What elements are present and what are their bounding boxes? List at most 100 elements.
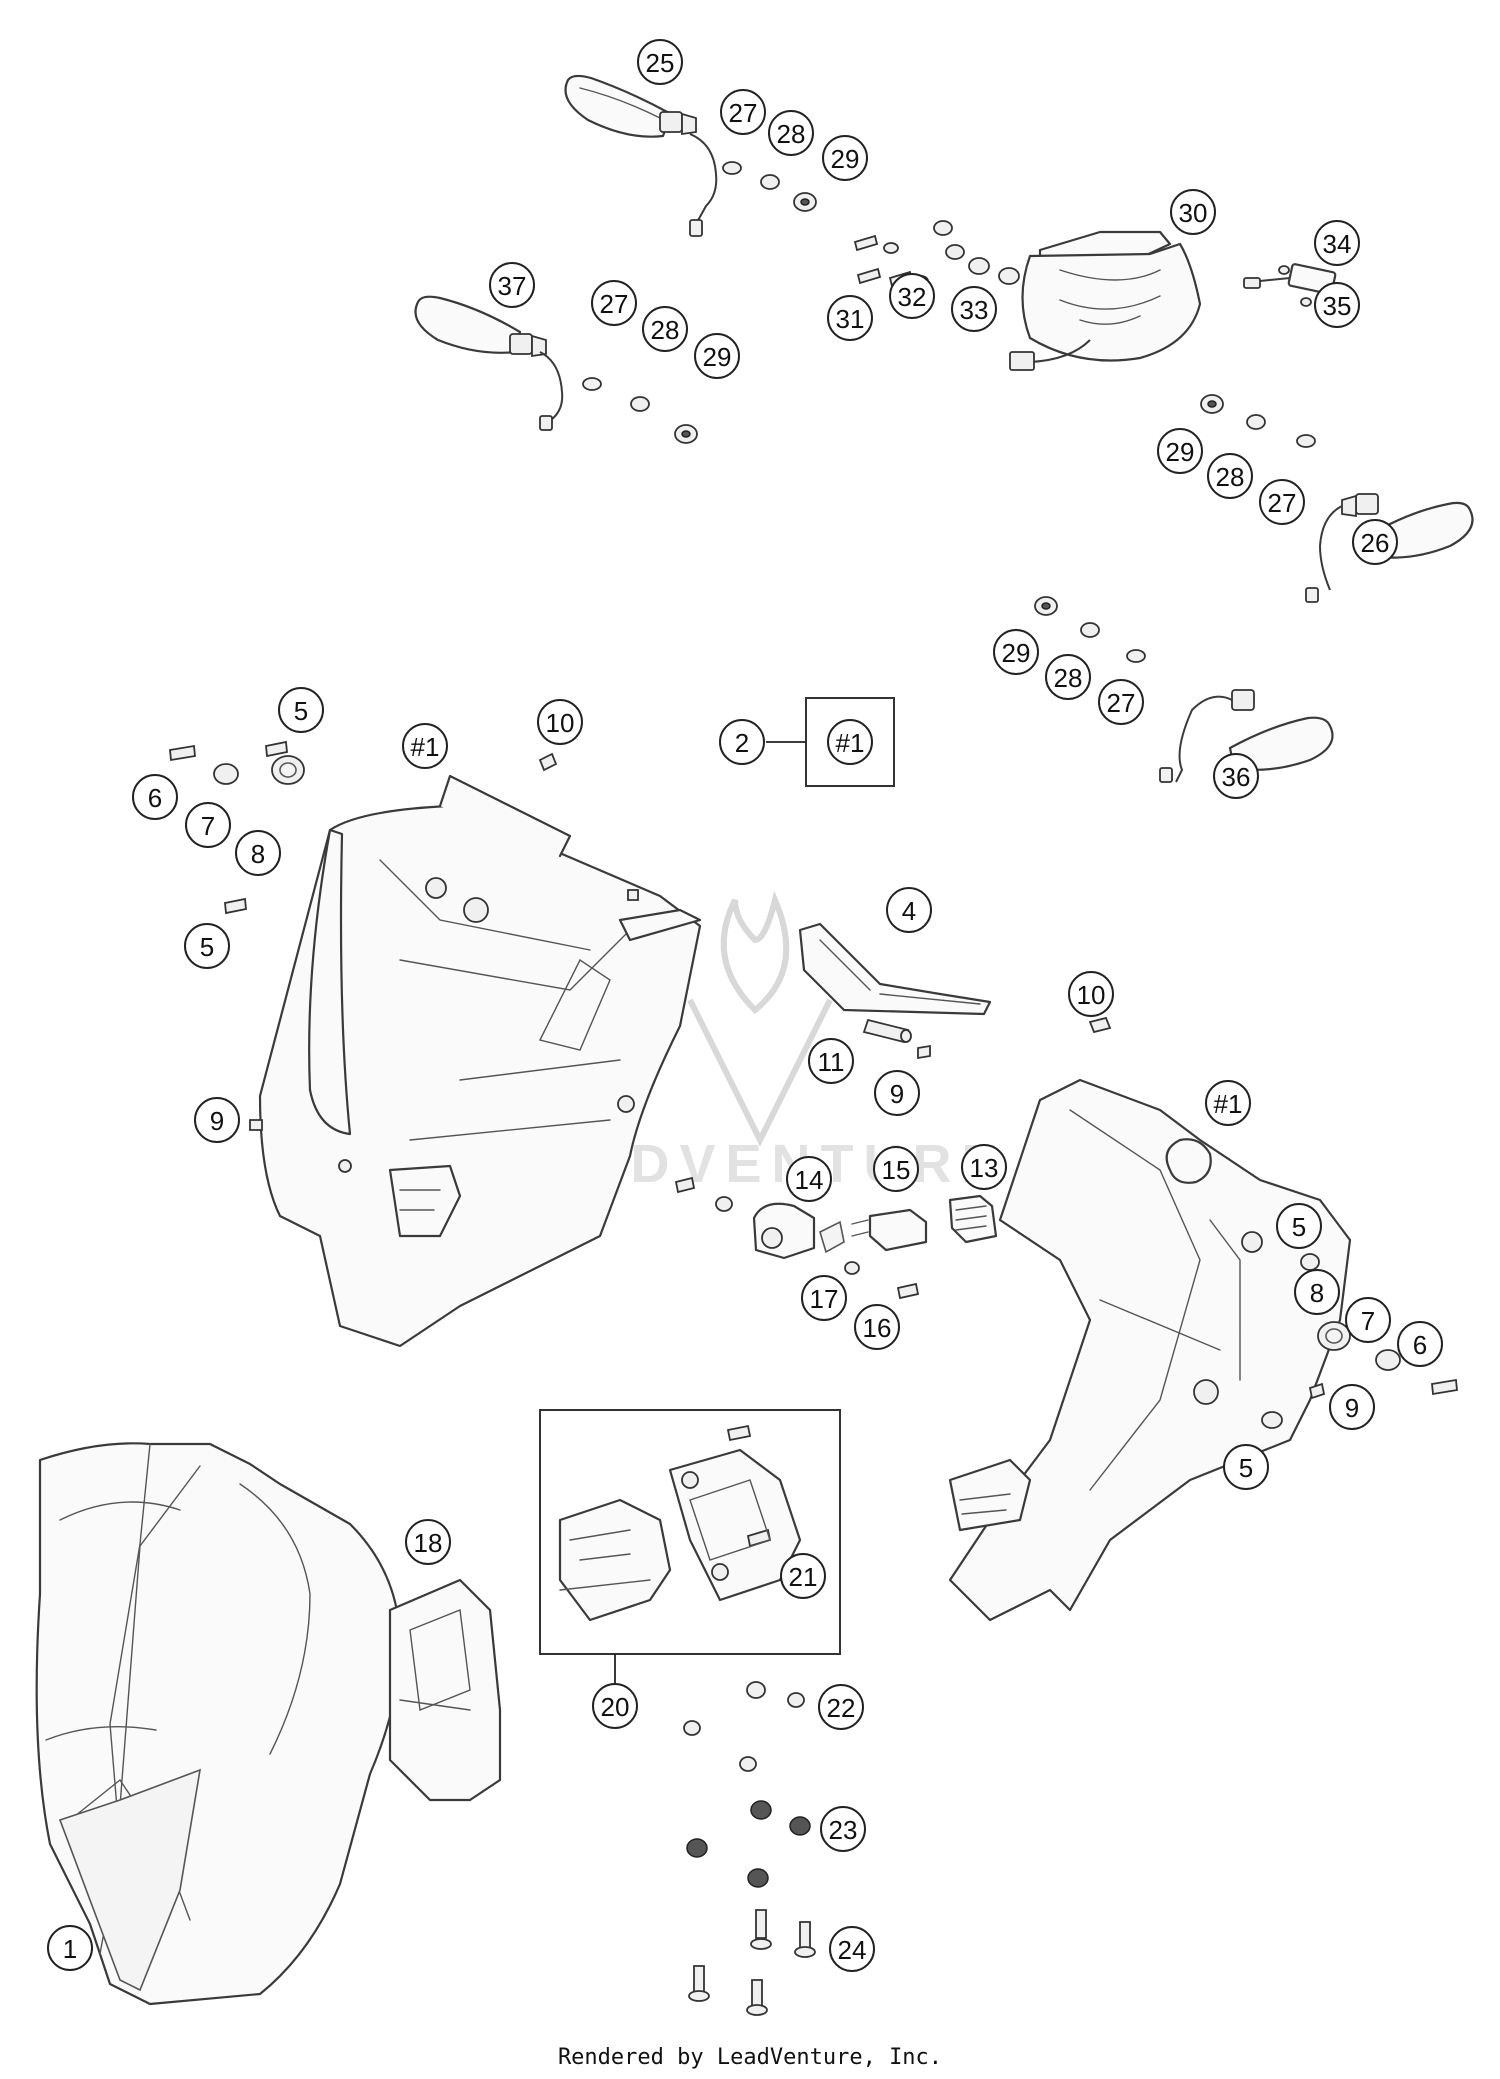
washer-set-36 (1034, 596, 1146, 663)
callout-circle (1207, 453, 1253, 499)
callout-number: 8 (251, 839, 265, 869)
callout-10: 10 (537, 699, 583, 745)
callout-number: 6 (148, 783, 162, 813)
taillight-30 (1009, 230, 1202, 371)
callout-number: 32 (898, 282, 927, 312)
callout-circle (1045, 654, 1091, 700)
side-panel-right (948, 1078, 1352, 1622)
callout-circle (537, 699, 583, 745)
callout-circle (1098, 679, 1144, 725)
callout-number: 17 (810, 1284, 839, 1314)
turn-signal-37 (414, 295, 564, 431)
callout-15: 15 (873, 1146, 919, 1192)
callout-number: 29 (1002, 638, 1031, 668)
callout-number: 29 (703, 342, 732, 372)
callout-number: 8 (1310, 1278, 1324, 1308)
callout-circle (827, 295, 873, 341)
callout-number: 14 (795, 1165, 824, 1195)
callout-circle (47, 1925, 93, 1971)
callout-28: 28 (768, 110, 814, 156)
callout-circle (822, 135, 868, 181)
callout-16: 16 (854, 1304, 900, 1350)
callout-circle (719, 719, 765, 765)
callout-number: 7 (1361, 1306, 1375, 1336)
callout-number: #1 (1214, 1089, 1243, 1119)
callout-circle (886, 887, 932, 933)
callout-circle (873, 1146, 919, 1192)
reference-box (766, 697, 895, 787)
callout-36: 36 (1213, 753, 1259, 799)
callout-circle (1157, 428, 1203, 474)
callout-circle (1294, 1269, 1340, 1315)
callout-circle (786, 1156, 832, 1202)
callout-6: 6 (1397, 1321, 1443, 1367)
turn-signal-25 (564, 74, 718, 237)
callout-number: #1 (411, 732, 440, 762)
hardware-right (1261, 1253, 1458, 1429)
callout-number: 28 (651, 315, 680, 345)
callout-number: 9 (210, 1106, 224, 1136)
callout-22: 22 (818, 1684, 864, 1730)
callout-number: 11 (818, 1047, 845, 1077)
callout-number: 24 (838, 1935, 867, 1965)
callout-circle (889, 273, 935, 319)
bracket-4 (798, 922, 992, 1016)
callout-circle (591, 280, 637, 326)
callout-circle (402, 723, 448, 769)
callout-27: 27 (591, 280, 637, 326)
callout-box-ref: #1 (827, 719, 873, 765)
callout-number: 20 (601, 1692, 630, 1722)
callout-circle (808, 1038, 854, 1084)
callout-number: 34 (1323, 229, 1352, 259)
callout-28: 28 (1207, 453, 1253, 499)
callout-number: 4 (902, 896, 916, 926)
callout-number: 22 (827, 1693, 856, 1723)
callout-37: 37 (489, 262, 535, 308)
callout-11: 11 (808, 1038, 854, 1084)
callout-circle (854, 1304, 900, 1350)
callout-number: 10 (546, 708, 575, 738)
callout-circle (184, 923, 230, 969)
callout-circle (1397, 1321, 1443, 1367)
callout-ref-1: #1 (1205, 1080, 1251, 1126)
callout-number: 21 (789, 1562, 818, 1592)
callout-5: 5 (1276, 1203, 1322, 1249)
callout-circle (642, 306, 688, 352)
callout-number: 36 (1222, 762, 1251, 792)
callout-circle (827, 719, 873, 765)
hardware-31-33 (853, 220, 1020, 288)
callout-27: 27 (1098, 679, 1144, 725)
callout-number: 33 (960, 295, 989, 325)
callout-number: 5 (294, 696, 308, 726)
callout-5: 5 (278, 687, 324, 733)
callout-number: 29 (1166, 437, 1195, 467)
callout-circle (185, 802, 231, 848)
callout-number: 18 (414, 1528, 443, 1558)
callout-circle (489, 262, 535, 308)
callout-21: 21 (780, 1553, 826, 1599)
callout-2: 2 (719, 719, 765, 765)
bracket-box-20 (539, 1409, 841, 1684)
callout-number: 27 (729, 98, 758, 128)
callout-17: 17 (801, 1275, 847, 1321)
callout-29: 29 (993, 629, 1039, 675)
callout-circle (592, 1683, 638, 1729)
callout-34: 34 (1314, 220, 1360, 266)
callout-18: 18 (405, 1519, 451, 1565)
callout-number: 25 (646, 48, 675, 78)
side-panel-left (258, 774, 702, 1348)
callout-32: 32 (889, 273, 935, 319)
callout-number: 31 (836, 304, 865, 334)
callout-5: 5 (184, 923, 230, 969)
cover-18 (388, 1578, 502, 1802)
callout-circle (961, 1144, 1007, 1190)
callout-29: 29 (1157, 428, 1203, 474)
hardware-left-upper (169, 740, 639, 1131)
callout-8: 8 (1294, 1269, 1340, 1315)
callout-circle (720, 89, 766, 135)
callout-circle (1345, 1297, 1391, 1343)
callout-7: 7 (185, 802, 231, 848)
callout-1: 1 (47, 1925, 93, 1971)
callout-27: 27 (720, 89, 766, 135)
